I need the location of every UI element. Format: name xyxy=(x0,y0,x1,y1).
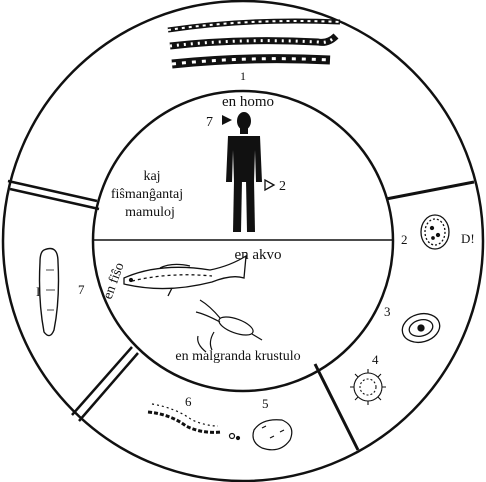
inner-circle xyxy=(91,89,395,393)
procercoid-drawing xyxy=(252,419,293,451)
stage-1-number: 1 xyxy=(240,69,246,83)
label-mamuloj: mamuloj xyxy=(125,205,175,220)
d-mark: D! xyxy=(461,231,475,246)
stage-2-human-number: 2 xyxy=(279,179,286,194)
human-figure xyxy=(226,112,262,232)
plerocercoid-drawing xyxy=(147,403,241,441)
arrow-open-icon xyxy=(264,178,276,192)
stage-2-number: 2 xyxy=(401,232,408,247)
label-kaj: kaj xyxy=(143,169,160,184)
tapeworm-drawing xyxy=(167,18,341,69)
stage-7-number: 7 xyxy=(78,282,85,297)
embryo-egg-drawing xyxy=(401,312,441,344)
stage-6-number: 6 xyxy=(185,394,192,409)
coracidium-drawing xyxy=(350,369,386,405)
stage-4-number: 4 xyxy=(372,352,379,367)
label-en-malgranda-krustulo: en malgranda krustulo xyxy=(175,349,300,364)
label-fismangantaj: fiŝmanĝantaj xyxy=(111,187,183,202)
stage-5-number: 5 xyxy=(262,396,269,411)
stage-7-human-number: 7 xyxy=(206,115,213,130)
arrow-filled-icon xyxy=(222,115,232,125)
copepod-drawing xyxy=(195,299,263,353)
stage-3-number: 3 xyxy=(384,304,391,319)
label-en-homo: en homo xyxy=(222,94,274,110)
fish-drawing xyxy=(123,254,247,297)
larva-drawing xyxy=(38,247,60,337)
sector-dividers xyxy=(7,179,475,451)
egg-drawing xyxy=(420,214,450,250)
